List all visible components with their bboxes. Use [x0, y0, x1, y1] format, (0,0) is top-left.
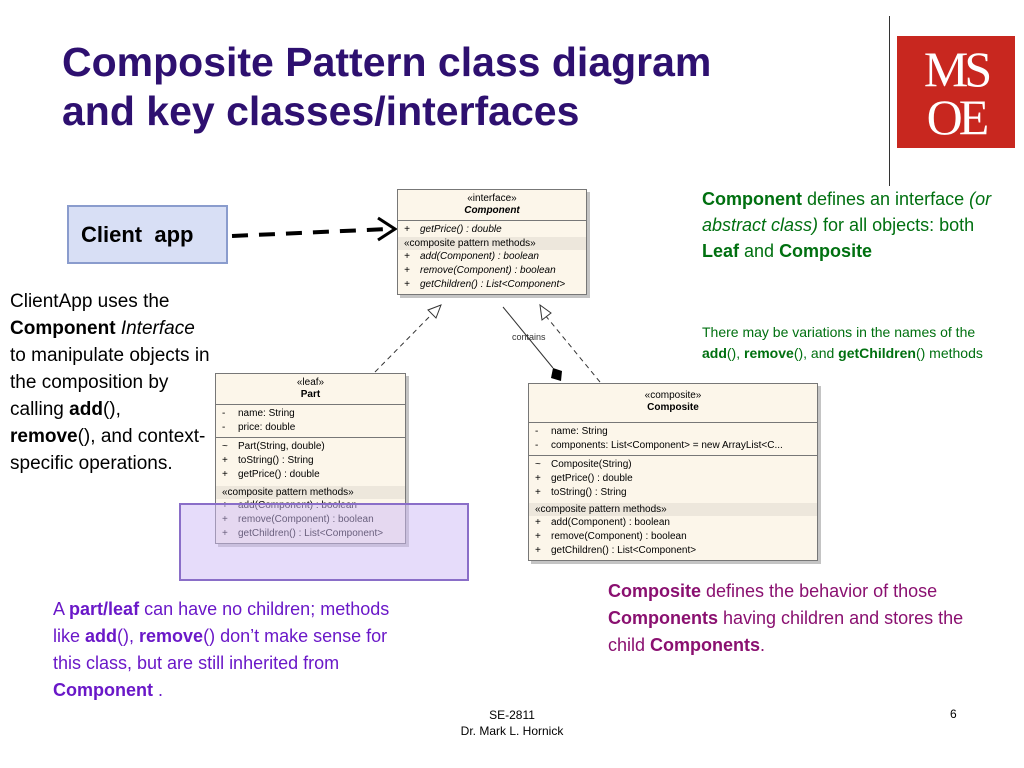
clientapp-note: ClientApp uses the Component Interface t… [10, 291, 210, 474]
part-realization-line [374, 312, 434, 373]
slide-footer: SE-2811 Dr. Mark L. Hornick [400, 707, 624, 739]
attributes-section: -name: String -price: double [216, 405, 405, 438]
composite-note: Composite defines the behavior of those … [608, 581, 964, 655]
attributes-section: -name: String -components: List<Componen… [529, 423, 817, 456]
attribute-row: -price: double [222, 422, 296, 433]
operation-row: +toString() : String [222, 455, 314, 466]
operation-row: ~Composite(String) [535, 459, 632, 470]
operations-section: ~Composite(String) +getPrice() : double … [529, 456, 817, 560]
class-name: Part [300, 389, 321, 400]
operation-row: +remove(Component) : boolean [535, 531, 687, 542]
client-dependency-arrowhead [377, 216, 398, 242]
leaf-methods-highlight [179, 503, 469, 581]
msoe-logo: MS OE [897, 36, 1015, 148]
class-name: Composite [647, 402, 699, 413]
variations-note: There may be variations in the names of … [702, 324, 983, 361]
operation-row: +toString() : String [535, 487, 627, 498]
title-divider [889, 16, 890, 186]
footer-course: SE-2811 [489, 708, 535, 722]
operation-row: +getChildren() : List<Component> [535, 545, 697, 556]
operation-row: +remove(Component) : boolean [404, 265, 556, 276]
leaf-note: A part/leaf can have no children; method… [53, 599, 390, 700]
component-interface-class: «interface» Component +getPrice() : doub… [397, 189, 587, 295]
logo-line-2: OE [926, 89, 990, 145]
footer-author: Dr. Mark L. Hornick [460, 724, 564, 738]
composite-realization-line [544, 314, 601, 383]
composite-class: «composite» Composite -name: String -com… [528, 383, 818, 561]
operation-row: +getPrice() : double [404, 224, 502, 235]
client-app-box: Client app [67, 205, 228, 264]
logo-line-1: MS [923, 41, 992, 97]
composite-realization-arrowhead [539, 303, 552, 321]
group-label: «composite pattern methods» [216, 486, 405, 499]
class-header: «leaf» Part [216, 374, 405, 405]
contains-diamond [551, 368, 562, 381]
operation-row: +add(Component) : boolean [404, 251, 539, 262]
operation-row: ~Part(String, double) [222, 441, 325, 452]
class-header: «interface» Component [398, 190, 586, 221]
class-stereotype: «interface» [467, 193, 517, 204]
class-name: Component [464, 205, 520, 216]
class-stereotype: «composite» [644, 390, 702, 401]
title-line-1: Composite Pattern class diagram [62, 39, 712, 85]
client-app-label: Client app [81, 221, 194, 247]
attribute-row: -components: List<Component> = new Array… [535, 440, 783, 451]
page-number: 6 [950, 707, 957, 721]
operation-row: +getPrice() : double [222, 469, 320, 480]
operation-row: +add(Component) : boolean [535, 517, 670, 528]
group-label: «composite pattern methods» [529, 503, 817, 516]
operation-row: +getChildren() : List<Component> [404, 279, 566, 290]
contains-aggregation-line [502, 306, 554, 369]
part-realization-arrowhead [427, 304, 442, 319]
title-line-2: and key classes/interfaces [62, 88, 580, 134]
slide-title: Composite Pattern class diagram and key … [62, 38, 882, 136]
contains-label: contains [512, 332, 546, 342]
component-note: Component defines an interface (or abstr… [702, 189, 992, 261]
class-header: «composite» Composite [529, 384, 817, 423]
operations-section: +getPrice() : double «composite pattern … [398, 221, 586, 294]
attribute-row: -name: String [222, 408, 295, 419]
attribute-row: -name: String [535, 426, 608, 437]
operation-row: +getPrice() : double [535, 473, 633, 484]
client-dependency-line [231, 227, 389, 238]
group-label: «composite pattern methods» [398, 237, 586, 250]
class-stereotype: «leaf» [296, 377, 325, 388]
